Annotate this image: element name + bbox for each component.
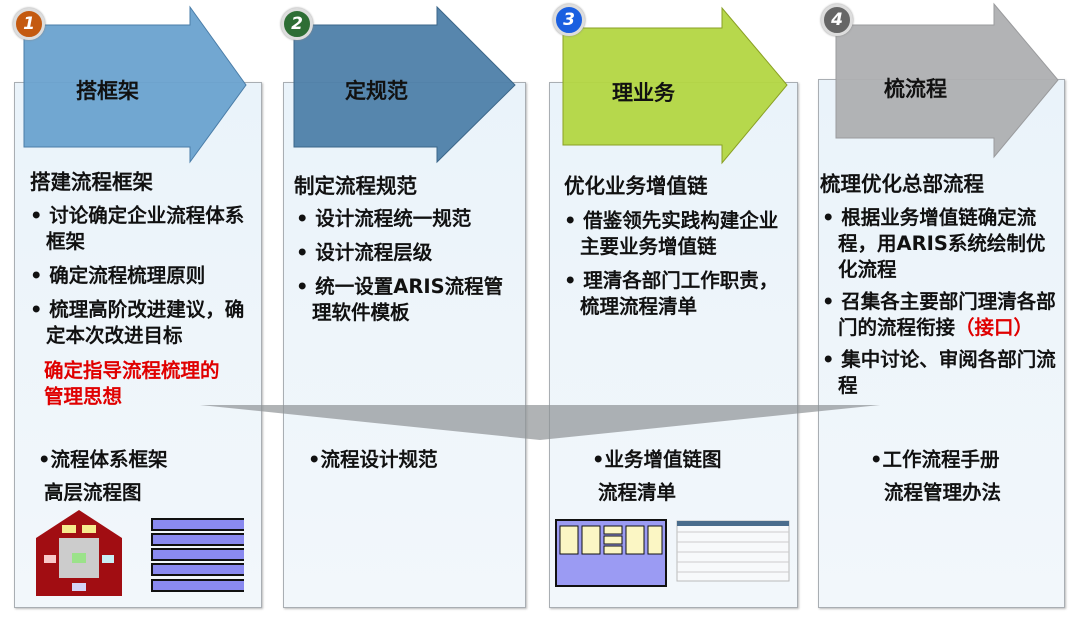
stage-4-deliverable: •工作流程手册 (870, 448, 1000, 471)
bullet: • 集中讨论、审阅各部门流程 (822, 348, 1056, 397)
interface-highlight: （接口） (955, 316, 1034, 339)
stage-3-arrow (562, 6, 788, 165)
stage-2-arrow (293, 5, 516, 164)
bullet: • 设计流程层级 (296, 241, 433, 264)
value-chain-thumbnail (555, 519, 790, 587)
stage-4-arrow-label: 梳流程 (884, 77, 947, 101)
stage-2-arrow-label: 定规范 (345, 79, 408, 103)
stage-1-arrow-label: 搭框架 (76, 79, 139, 103)
stage-1-deliverable: 高层流程图 (44, 481, 142, 504)
bullet: • 借鉴领先实践构建企业主要业务增值链 (564, 209, 779, 258)
stage-4-panel (818, 79, 1065, 608)
stage-3-badge: 3 (553, 4, 585, 36)
convergence-arrow (200, 405, 880, 440)
bullet: • 设计流程统一规范 (296, 207, 472, 230)
stage-1-bullets: • 讨论确定企业流程体系框架 • 确定流程梳理原则 • 梳理高阶改进建议，确定本… (30, 203, 245, 349)
stage-1-badge: 1 (13, 8, 45, 40)
stage-3-title: 优化业务增值链 (564, 174, 708, 198)
stage-3-bullets: • 借鉴领先实践构建企业主要业务增值链 • 理清各部门工作职责，梳理流程清单 (564, 208, 786, 320)
stage-3-deliverable: 流程清单 (598, 481, 677, 504)
stage-1-title: 搭建流程框架 (30, 170, 153, 194)
stage-4-deliverable: 流程管理办法 (884, 481, 1002, 504)
stage-1-arrow (23, 5, 247, 164)
bullet: • 统一设置ARIS流程管理软件模板 (296, 275, 504, 324)
stage-4-title: 梳理优化总部流程 (820, 172, 984, 196)
bullet: • 召集各主要部门理清各部门的流程衔接（接口） (822, 290, 1056, 339)
bullet: • 讨论确定企业流程体系框架 (30, 204, 245, 253)
stage-1-highlight: 确定指导流程梳理的管理思想 (44, 359, 220, 408)
stage-2-title: 制定流程规范 (294, 174, 417, 198)
stage-3-arrow-label: 理业务 (612, 81, 675, 105)
bullet: • 根据业务增值链确定流程，用ARIS系统绘制优化流程 (822, 206, 1046, 281)
bullet: • 梳理高阶改进建议，确定本次改进目标 (30, 298, 245, 347)
stage-2-bullets: • 设计流程统一规范 • 设计流程层级 • 统一设置ARIS流程管理软件模板 (296, 206, 518, 326)
stage-2-badge: 2 (281, 8, 313, 40)
stage-2-panel (283, 82, 526, 608)
bullet: • 确定流程梳理原则 (30, 264, 206, 287)
framework-house-thumbnail (36, 510, 244, 596)
stage-4-badge: 4 (821, 4, 853, 36)
stage-4-arrow (835, 2, 1059, 159)
stage-3-deliverable: •业务增值链图 (592, 448, 722, 471)
stage-4-bullets: • 根据业务增值链确定流程，用ARIS系统绘制优化流程 • 召集各主要部门理清各… (822, 205, 1057, 399)
stage-2-deliverable: •流程设计规范 (308, 448, 438, 471)
stage-1-deliverable: •流程体系框架 (38, 448, 168, 471)
bullet: • 理清各部门工作职责，梳理流程清单 (564, 269, 779, 318)
